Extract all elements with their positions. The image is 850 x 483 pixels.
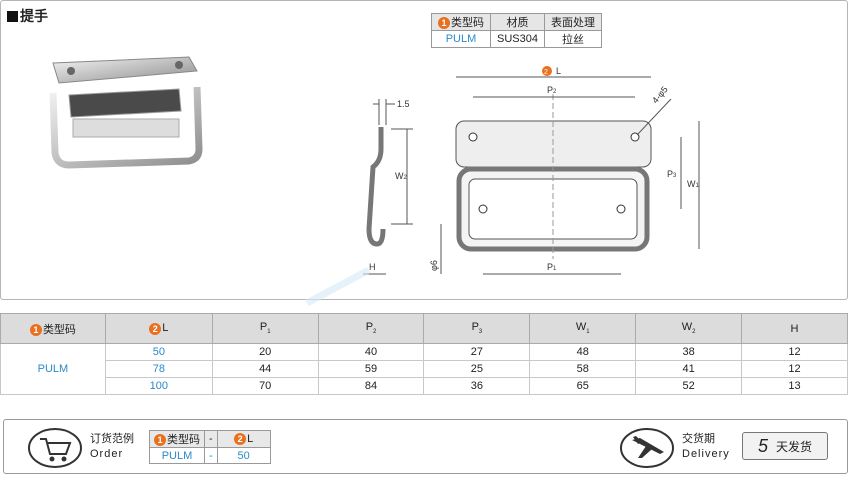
order-l-value: 50 [216,447,271,464]
p3-label: P [667,169,673,179]
dims-type-code: PULM [0,343,106,395]
svg-text:P1: P1 [547,262,557,272]
page-title: 提手 [7,6,48,26]
spec-header-finish: 表面处理 [543,13,602,31]
dims-header-p3: P3 [423,313,531,344]
delivery-days-badge: 5 天发货 [742,432,828,460]
hole-label: 4-φ5 [650,84,670,105]
marker-1-icon: 1 [438,17,450,30]
spec-finish-value: 拉丝 [543,30,602,48]
delivery-label: 交货期 Delivery [682,433,730,460]
spec-material-value: SUS304 [490,30,545,48]
table-row: 78 44 59 25 58 41 12 [1,360,848,378]
title-text: 提手 [20,8,48,24]
w2-label: W [395,171,404,181]
svg-text:P2: P2 [547,85,557,95]
svg-text:W1: W1 [687,179,700,189]
svg-text:P3: P3 [667,169,677,179]
w1-label: W [687,179,696,189]
svg-text:W2: W2 [395,171,408,181]
product-photo [49,56,203,169]
dia-label: φ6 [429,260,439,271]
delivery-unit: 天发货 [776,439,813,454]
shopping-cart-icon [28,428,82,468]
p1-label: P [547,262,553,272]
order-label: 订货范例 Order [90,433,134,460]
technical-drawing: 1.5 W2 H 2 L P2 P1 P3 W1 4-φ5 φ6 [363,66,700,275]
thickness-label: 1.5 [397,99,410,109]
l-marker-icon: 2 [544,69,548,76]
table-row: PULM 50 20 40 27 48 38 12 [0,343,848,395]
dims-header-h: H [741,313,848,344]
order-type-value: PULM [149,447,205,464]
delivery-days: 5 [757,435,768,456]
dims-header-p1: P1 [211,313,319,344]
h-label: H [369,262,376,272]
airplane-icon [620,428,674,468]
spec-type-value: PULM [431,30,491,48]
spec-header-material: 材质 [490,13,545,31]
dims-header-w2: W2 [635,313,743,344]
table-row: 100 70 84 36 65 52 13 [1,377,848,395]
p2-label: P [547,85,553,95]
dims-header-p2: P2 [317,313,425,344]
title-square-icon [7,10,18,22]
dims-header-w1: W1 [529,313,637,344]
l-label: L [556,66,561,76]
